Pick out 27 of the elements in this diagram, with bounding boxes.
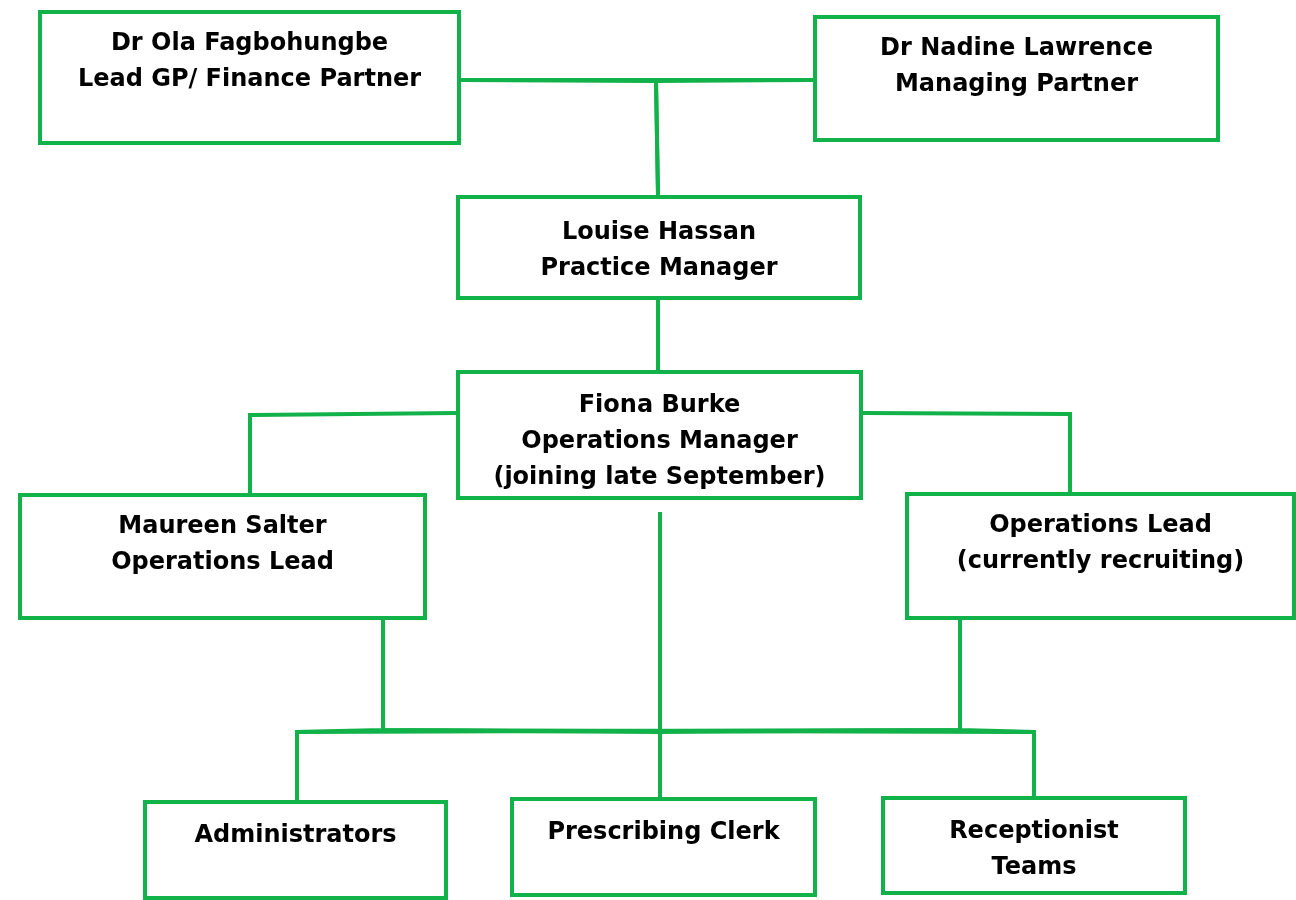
role-text: Dr Ola Fagbohungbe — [110, 27, 389, 58]
role-text: Fiona Burke — [578, 389, 741, 420]
role-text: Practice Manager — [540, 252, 778, 283]
role-text: Administrators — [194, 819, 397, 850]
org-box — [905, 492, 1296, 620]
org-box — [38, 10, 461, 145]
role-text: Operations Lead — [111, 546, 334, 577]
connector-line — [653, 78, 813, 196]
org-box — [18, 493, 427, 620]
role-text: Dr Nadine Lawrence — [880, 32, 1153, 63]
org-box — [456, 370, 863, 500]
role-text: Receptionist Teams — [948, 815, 1120, 882]
org-box — [881, 796, 1187, 895]
role-text: Maureen Salter — [118, 510, 327, 541]
org-box — [143, 800, 448, 900]
role-text: Operations Lead (currently recruiting) — [955, 509, 1246, 576]
org-box — [456, 195, 862, 300]
org-box — [510, 797, 817, 897]
org-box — [813, 15, 1220, 142]
role-text: Managing Partner — [894, 68, 1138, 99]
connector-line — [248, 411, 457, 493]
role-text: Louise Hassan — [561, 216, 757, 247]
connector-line — [863, 411, 1072, 492]
role-text: Prescribing Clerk — [547, 816, 780, 847]
role-text: Operations Manager (joining late September) — [492, 425, 827, 492]
connector-line — [656, 300, 660, 370]
role-text: Lead GP/ Finance Partner — [77, 63, 422, 94]
